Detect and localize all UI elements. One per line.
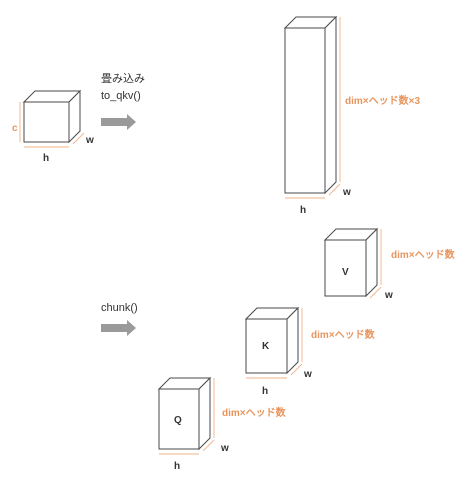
v-block-name: V <box>342 267 349 278</box>
k-dim-label: dim×ヘッド数 <box>311 328 376 341</box>
q-block-side-face <box>198 376 211 451</box>
input-c-label: c <box>12 123 18 134</box>
v-block: V dim×ヘッド数 w <box>323 227 456 301</box>
k-w-dimension-line <box>290 363 303 376</box>
k-block-side-face <box>286 306 299 375</box>
q-block: Q dim×ヘッド数 h w <box>157 376 287 472</box>
v-block-side-face <box>365 227 378 298</box>
input-block-front-face <box>23 101 70 143</box>
step1-func-label: to_qkv() <box>101 90 141 102</box>
k-block-front-face <box>245 318 288 374</box>
step2-func-label: chunk() <box>101 302 138 314</box>
v-w-label: w <box>384 290 393 301</box>
tall-block-side-face <box>324 15 337 195</box>
tall-block-front-face <box>284 27 326 194</box>
q-h-label: h <box>174 461 180 472</box>
q-w-label: w <box>220 443 229 454</box>
step2-operation: chunk() <box>101 302 138 336</box>
q-block-name: Q <box>174 415 182 426</box>
q-block-front-face <box>158 388 200 450</box>
k-h-label: h <box>262 386 268 397</box>
step1-conv-label: 畳み込み <box>101 72 145 85</box>
v-w-dimension-line <box>369 286 382 299</box>
step2-arrow-icon <box>101 320 136 336</box>
k-block: K dim×ヘッド数 h w <box>244 306 376 397</box>
step1-operation: 畳み込み to_qkv() <box>101 72 145 130</box>
v-dim-label: dim×ヘッド数 <box>391 248 456 261</box>
k-block-name: K <box>262 341 270 352</box>
k-w-label: w <box>303 369 312 380</box>
tall-w-label: w <box>342 187 351 198</box>
tall-qkv-block: dim×ヘッド数×3 h w <box>283 15 420 216</box>
tall-dim-label: dim×ヘッド数×3 <box>345 94 420 107</box>
q-dim-label: dim×ヘッド数 <box>222 406 287 419</box>
step1-arrow-icon <box>101 114 136 130</box>
input-h-label: h <box>43 153 49 164</box>
v-block-front-face <box>324 239 367 297</box>
q-w-dimension-line <box>202 439 215 452</box>
tall-w-dimension-line <box>328 183 341 196</box>
input-w-dimension-line <box>72 132 85 145</box>
tall-h-label: h <box>300 205 306 216</box>
input-w-label: w <box>85 135 94 146</box>
input-block: c h w <box>12 89 94 164</box>
